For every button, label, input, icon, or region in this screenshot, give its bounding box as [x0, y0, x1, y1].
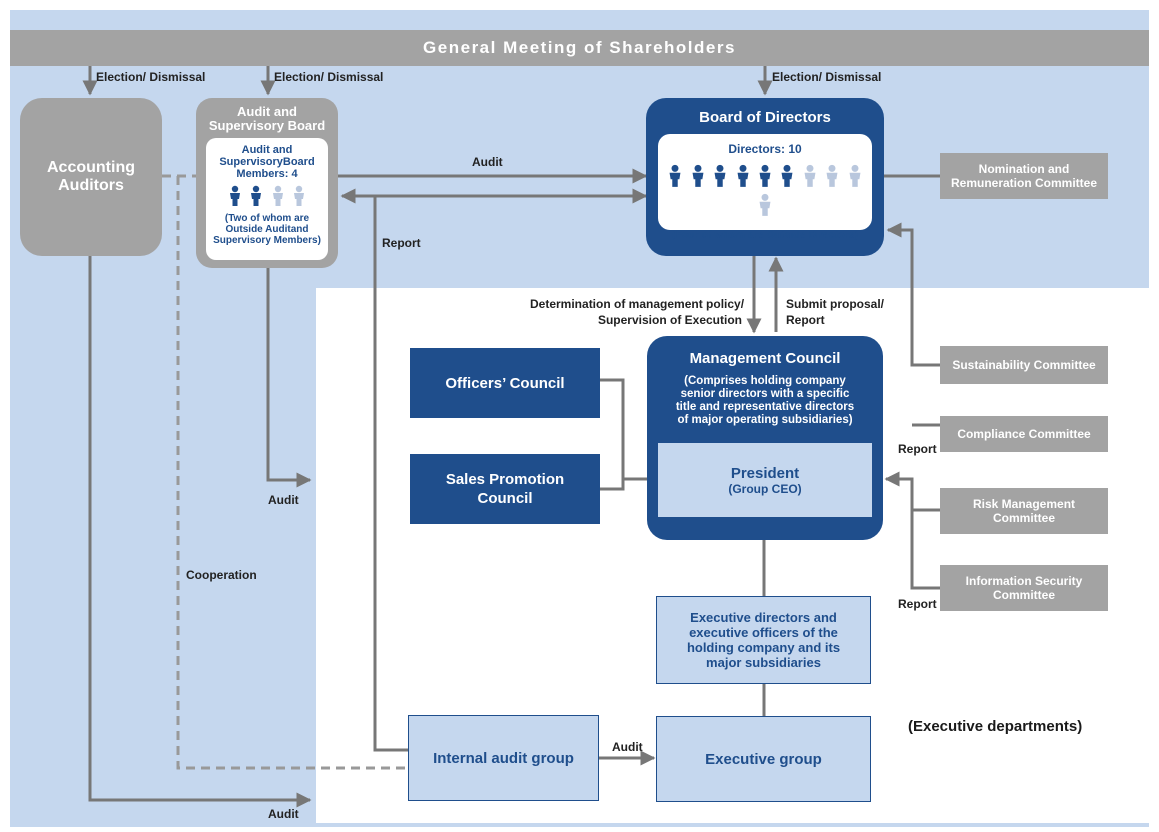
officers-council-box: Officers’ Council — [410, 348, 600, 418]
person-icon — [667, 164, 683, 193]
person-icon-outside — [802, 164, 818, 193]
directors-count: Directors: 10 — [728, 142, 802, 156]
audit-label-bottom: Audit — [268, 807, 299, 821]
executive-departments-caption: (Executive departments) — [908, 718, 1083, 735]
person-icon — [690, 164, 706, 193]
report-label-left: Report — [382, 236, 421, 250]
person-icon — [228, 185, 242, 210]
director-person-icons — [658, 164, 872, 222]
person-icon — [735, 164, 751, 193]
determination-label: Determination of management policy/ Supe… — [530, 297, 745, 327]
report-label-compliance: Report — [898, 442, 937, 456]
audit-board-members-panel: Audit and SupervisoryBoard Members: 4 (T… — [206, 138, 328, 260]
information-security-committee-box: Information Security Committee — [940, 565, 1108, 611]
audit-label-top: Audit — [472, 155, 503, 169]
person-icon — [249, 185, 263, 210]
sales-promotion-council-box: Sales Promotion Council — [410, 454, 600, 524]
audit-supervisory-board-box: Audit and Supervisory Board Audit and Su… — [196, 98, 338, 268]
election-label-1: Election/ Dismissal — [96, 70, 206, 84]
audit-board-title: Audit and Supervisory Board — [208, 104, 326, 133]
accounting-auditors-label: Accounting Auditors — [47, 159, 135, 194]
person-icon — [779, 164, 795, 193]
person-icon-outside — [757, 193, 773, 222]
sustainability-committee-box: Sustainability Committee — [940, 346, 1108, 384]
election-label-2: Election/ Dismissal — [274, 70, 384, 84]
internal-audit-group-box: Internal audit group — [408, 715, 599, 801]
election-label-3: Election/ Dismissal — [772, 70, 882, 84]
directors-panel: Directors: 10 (Four of whom are Outside … — [658, 134, 872, 241]
person-icon-outside — [847, 164, 863, 193]
audit-label-internal: Audit — [612, 740, 643, 754]
submit-proposal-label: Submit proposal/ Report — [786, 297, 885, 327]
president-box: President (Group CEO) — [658, 443, 872, 517]
accounting-auditors-box: Accounting Auditors — [20, 98, 162, 256]
directors-note: (Four of whom are Outside Directors) — [671, 229, 859, 241]
shareholders-label: General Meeting of Shareholders — [423, 38, 736, 57]
risk-management-committee-box: Risk Management Committee — [940, 488, 1108, 534]
management-council-desc: (Comprises holding company senior direct… — [675, 375, 855, 426]
person-icon-outside — [292, 185, 306, 210]
management-council-title: Management Council — [689, 350, 841, 367]
audit-label-mid: Audit — [268, 493, 299, 507]
compliance-committee-box: Compliance Committee — [940, 416, 1108, 452]
shareholders-bar: General Meeting of Shareholders — [10, 30, 1149, 66]
executives-box: Executive directors and executive office… — [656, 596, 871, 684]
report-label-infosec: Report — [898, 597, 937, 611]
board-of-directors-box: Board of Directors Directors: 10 (Four o… — [646, 98, 884, 256]
board-title: Board of Directors — [699, 109, 831, 126]
executive-group-box: Executive group — [656, 716, 871, 802]
person-icon — [757, 164, 773, 193]
cooperation-label: Cooperation — [186, 568, 257, 582]
nomination-committee-box: Nomination and Remuneration Committee — [940, 153, 1108, 199]
person-icon-outside — [824, 164, 840, 193]
person-icon-outside — [271, 185, 285, 210]
auditor-person-icons — [206, 185, 328, 210]
person-icon — [712, 164, 728, 193]
